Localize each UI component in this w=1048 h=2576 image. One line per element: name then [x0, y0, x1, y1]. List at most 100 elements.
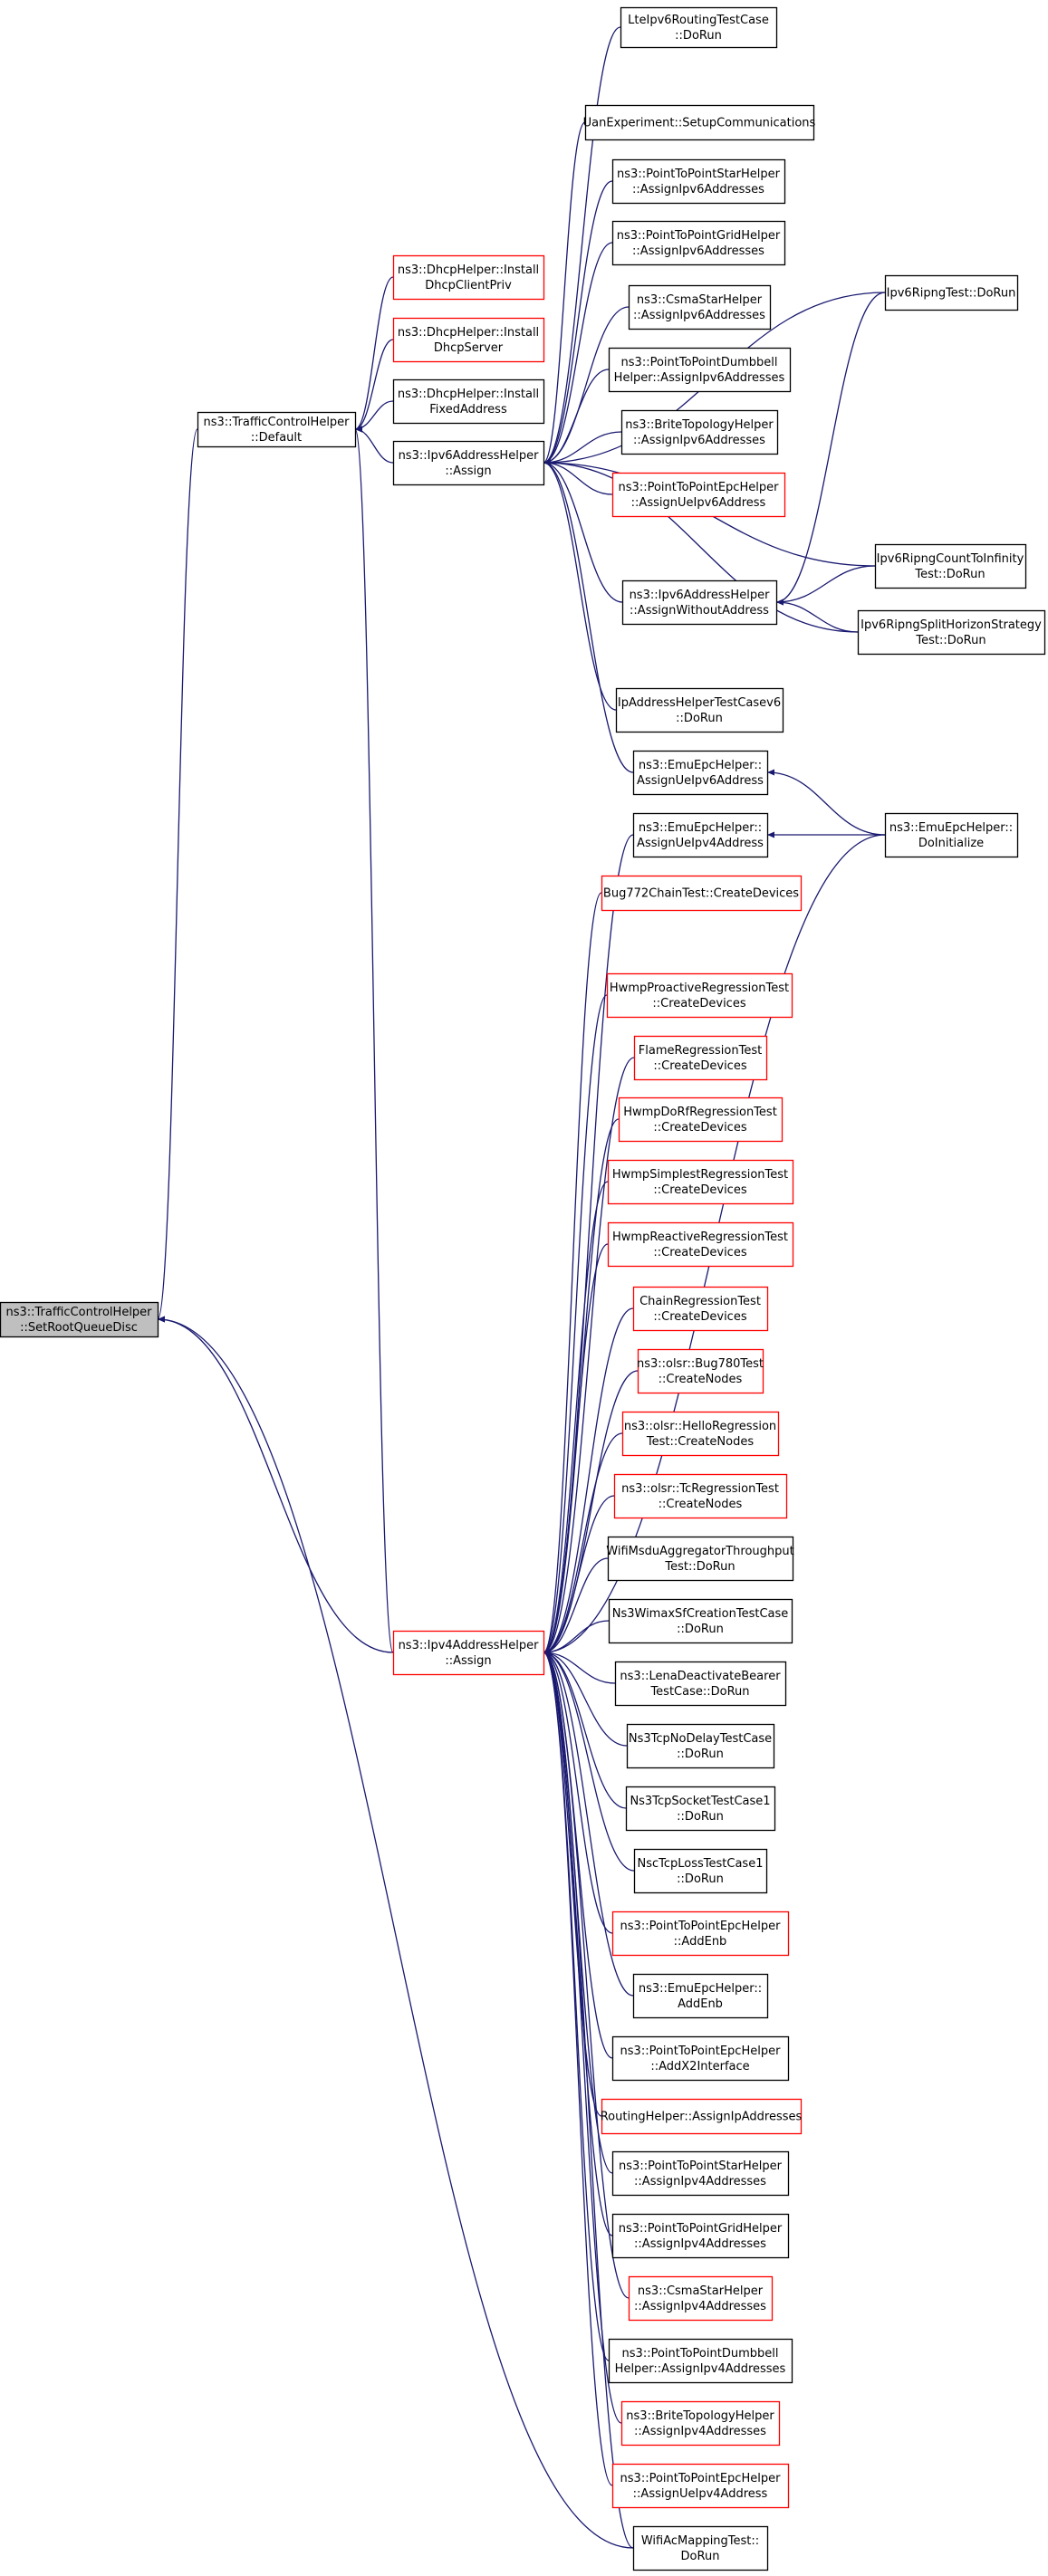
node-label-line: ns3::TrafficControlHelper [5, 1306, 152, 1319]
node-label-line: ::DoRun [677, 1872, 724, 1886]
node-label-line: AssignUeIpv6Address [637, 774, 764, 788]
node-dumbbell4[interactable]: ns3::PointToPointDumbbellHelper::AssignI… [608, 2338, 793, 2384]
node-iphelper6[interactable]: IpAddressHelperTestCasev6::DoRun [615, 687, 784, 733]
node-olsr_tc[interactable]: ns3::olsr::TcRegressionTest::CreateNodes [613, 1473, 788, 1519]
node-label-line: ::AddX2Interface [650, 2060, 749, 2073]
node-p2pstar6[interactable]: ns3::PointToPointStarHelper::AssignIpv6A… [611, 158, 786, 205]
edge-tch_default-to-root [157, 428, 198, 1323]
node-emu6[interactable]: ns3::EmuEpcHelper::AssignUeIpv6Address [632, 750, 769, 796]
node-brite6[interactable]: ns3::BriteTopologyHelper::AssignIpv6Addr… [620, 409, 779, 455]
node-box [613, 1473, 788, 1519]
node-ripng[interactable]: Ipv6RipngTest::DoRun [884, 274, 1019, 311]
node-box [884, 812, 1019, 858]
node-box [607, 1536, 794, 1582]
node-label-line: DhcpClientPriv [425, 279, 512, 292]
node-bug772[interactable]: Bug772ChainTest::CreateDevices [601, 875, 803, 912]
node-label-line: Helper::AssignIpv6Addresses [614, 371, 785, 385]
node-epc_x2[interactable]: ns3::PointToPointEpcHelper::AddX2Interfa… [611, 2035, 790, 2082]
node-box [611, 2213, 790, 2259]
node-p2pstar4[interactable]: ns3::PointToPointStarHelper::AssignIpv4A… [611, 2150, 790, 2197]
node-tcp_nodelay[interactable]: Ns3TcpNoDelayTestCase::DoRun [626, 1723, 775, 1769]
node-label-line: ns3::BriteTopologyHelper [625, 418, 774, 432]
node-epc_addenb[interactable]: ns3::PointToPointEpcHelper::AddEnb [611, 1910, 790, 1957]
node-csma4[interactable]: ns3::CsmaStarHelper::AssignIpv4Addresses [628, 2275, 774, 2322]
node-hwmp_pro[interactable]: HwmpProactiveRegressionTest::CreateDevic… [606, 972, 793, 1019]
node-tch_default[interactable]: ns3::TrafficControlHelper::Default [197, 411, 357, 448]
edge-routing-to-ipv4_assign [543, 1649, 602, 2117]
node-p2pgrid4[interactable]: ns3::PointToPointGridHelper::AssignIpv4A… [611, 2213, 790, 2259]
node-csma6[interactable]: ns3::CsmaStarHelper::AssignIpv6Addresses [628, 284, 772, 330]
node-emu4[interactable]: ns3::EmuEpcHelper::AssignUeIpv4Address [632, 812, 769, 858]
node-hwmp_dorf[interactable]: HwmpDoRfRegressionTest::CreateDevices [618, 1096, 784, 1143]
node-hwmp_simplest[interactable]: HwmpSimplestRegressionTest::CreateDevice… [607, 1159, 794, 1205]
node-ipv6_without[interactable]: ns3::Ipv6AddressHelper::AssignWithoutAdd… [621, 579, 778, 626]
edges-layer [157, 26, 886, 2549]
node-label-line: UanExperiment::SetupCommunications [583, 117, 816, 130]
node-box [614, 1661, 787, 1707]
node-box [392, 254, 545, 301]
node-hwmp_reactive[interactable]: HwmpReactiveRegressionTest::CreateDevice… [607, 1221, 794, 1268]
node-olsr_hello[interactable]: ns3::olsr::HelloRegressionTest::CreateNo… [621, 1411, 780, 1457]
node-label-line: WifiMsduAggregatorThroughput [606, 1545, 793, 1558]
node-box [633, 1848, 768, 1894]
node-box [632, 750, 769, 796]
node-ipv6_assign[interactable]: ns3::Ipv6AddressHelper::Assign [392, 440, 545, 486]
node-tcp_socket[interactable]: Ns3TcpSocketTestCase1::DoRun [625, 1786, 776, 1832]
node-emu_addenb[interactable]: ns3::EmuEpcHelper::AddEnb [632, 1973, 769, 2019]
node-label-line: ns3::PointToPointStarHelper [619, 2159, 783, 2173]
node-box [611, 1910, 790, 1957]
node-label-line: ns3::DhcpHelper::Install [398, 263, 539, 277]
node-lte_ipv6[interactable]: LteIpv6RoutingTestCase::DoRun [620, 6, 778, 49]
node-wimax[interactable]: Ns3WimaxSfCreationTestCase::DoRun [608, 1598, 793, 1644]
node-epc4[interactable]: ns3::PointToPointEpcHelper::AssignUeIpv4… [611, 2463, 790, 2509]
edge-brite6-to-ipv6_assign [543, 431, 622, 466]
node-label-line: ::DoRun [676, 712, 723, 725]
edge-dumbbell4-to-ipv4_assign [543, 1649, 610, 2361]
node-label-line: ::DoRun [677, 1810, 724, 1824]
node-emu_init[interactable]: ns3::EmuEpcHelper::DoInitialize [884, 812, 1019, 858]
node-label-line: ::AssignIpv6Addresses [632, 183, 764, 196]
edge-wifi_ac-to-root [157, 1316, 634, 2549]
node-box [632, 812, 769, 858]
node-box [621, 1411, 780, 1457]
node-ipv4_assign[interactable]: ns3::Ipv4AddressHelper::Assign [392, 1630, 545, 1676]
node-wifi_ac[interactable]: WifiAcMappingTest::DoRun [632, 2525, 769, 2571]
node-label-line: ::CreateDevices [653, 1183, 746, 1197]
node-epc6[interactable]: ns3::PointToPointEpcHelper::AssignUeIpv6… [611, 472, 786, 518]
node-olsr_bug780[interactable]: ns3::olsr::Bug780Test::CreateNodes [637, 1348, 764, 1394]
node-box [611, 158, 786, 205]
node-routing[interactable]: RoutingHelper::AssignIpAddresses [601, 2098, 803, 2135]
node-label-line: ::AssignIpv4Addresses [634, 2175, 766, 2188]
edge-lena-to-ipv4_assign [543, 1649, 616, 1684]
node-label-line: LteIpv6RoutingTestCase [628, 14, 769, 27]
node-label-line: DoRun [681, 2550, 720, 2563]
edge-dhcp_server-to-tch_default [354, 339, 394, 433]
nodes-layer: ns3::TrafficControlHelper::SetRootQueueD… [0, 6, 1046, 2571]
node-label-line: ns3::PointToPointStarHelper [617, 168, 781, 181]
node-box [611, 2463, 790, 2509]
node-nsc_tcp[interactable]: NscTcpLossTestCase1::DoRun [633, 1848, 768, 1894]
node-label-line: ns3::PointToPointDumbbell [622, 2347, 779, 2361]
node-brite4[interactable]: ns3::BriteTopologyHelper::AssignIpv4Addr… [620, 2400, 781, 2447]
node-label-line: ::AssignUeIpv4Address [633, 2487, 768, 2501]
node-label-line: HwmpDoRfRegressionTest [623, 1106, 777, 1119]
node-label-line: FixedAddress [429, 403, 507, 417]
node-root[interactable]: ns3::TrafficControlHelper::SetRootQueueD… [0, 1301, 159, 1338]
edge-hwmp_reactive-to-ipv4_assign [543, 1243, 609, 1656]
node-uan[interactable]: UanExperiment::SetupCommunications [583, 104, 816, 141]
node-label-line: ns3::olsr::TcRegressionTest [621, 1482, 779, 1496]
node-p2pgrid6[interactable]: ns3::PointToPointGridHelper::AssignIpv6A… [611, 220, 786, 266]
node-box [625, 1786, 776, 1832]
node-chain[interactable]: ChainRegressionTest::CreateDevices [632, 1286, 769, 1332]
node-dumbbell6[interactable]: ns3::PointToPointDumbbellHelper::AssignI… [608, 347, 792, 393]
node-flame[interactable]: FlameRegressionTest::CreateDevices [633, 1035, 768, 1081]
edge-ipv6_without-to-ipv6_assign [543, 459, 623, 603]
node-label-line: ::CreateNodes [659, 1373, 743, 1386]
